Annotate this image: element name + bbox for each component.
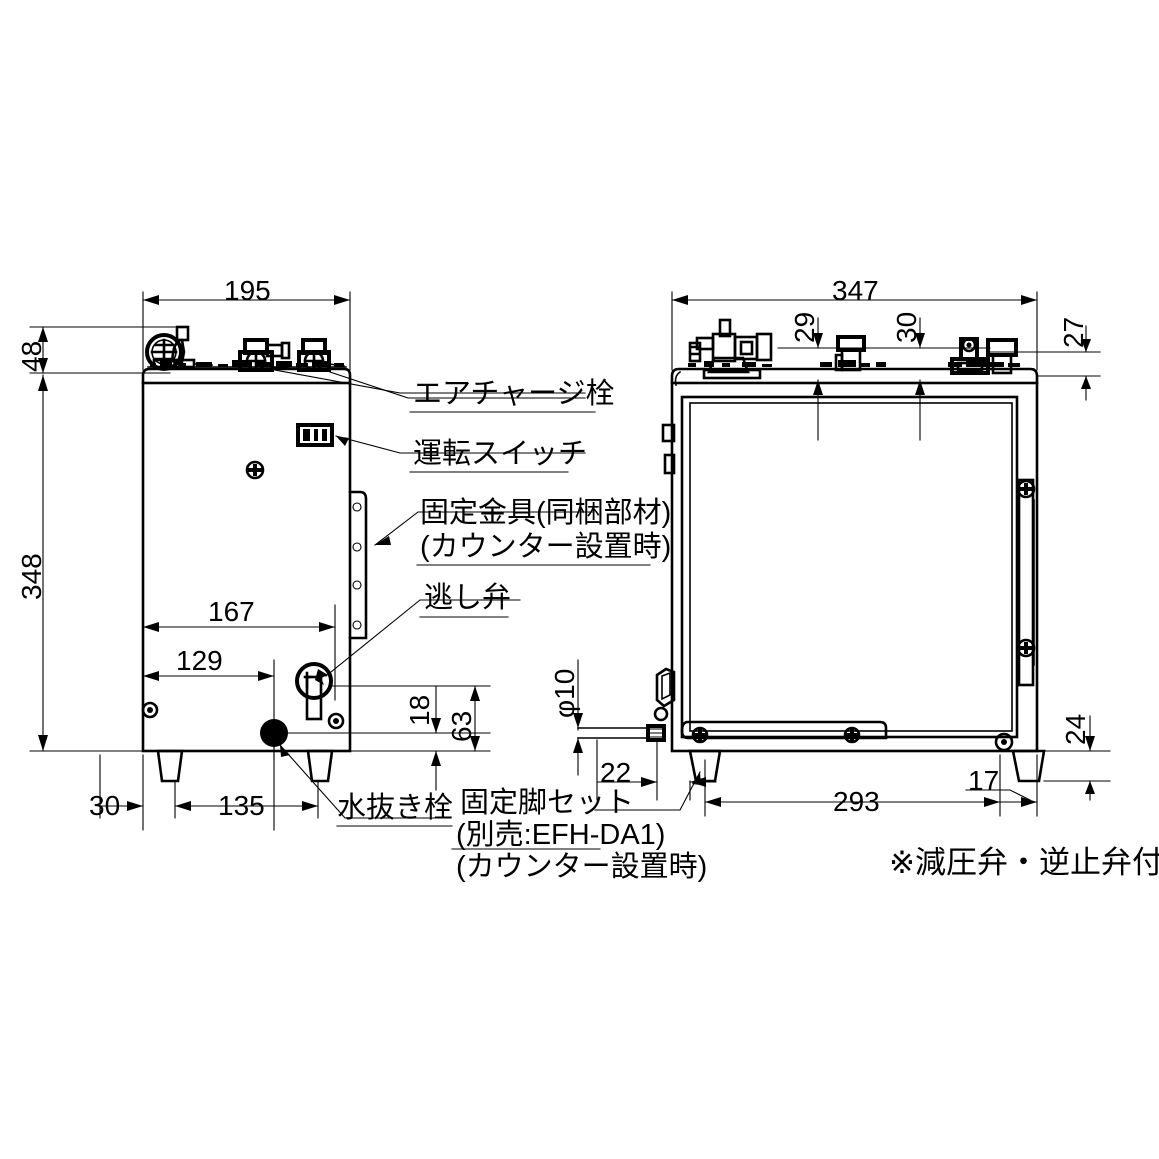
air-charge-plug-fitting-left [145,325,213,371]
side-view-leg-right [306,749,334,783]
dim-text-167: 167 [208,596,255,627]
dim-text-48: 48 [16,340,47,372]
ext-167 [142,599,336,701]
leader-operation-switch [335,435,586,454]
ext-195 [142,291,351,371]
ext-347 [671,291,1038,371]
leader-17 [965,789,1031,801]
dim-text-63: 63 [446,710,477,742]
air-charge-plug-fitting-middle [238,338,291,372]
dim-text-17: 17 [968,765,1000,796]
front-view-hinge-mid [663,453,676,475]
arrowhead-fixing-bracket [375,536,391,545]
callout-fixed-leg-line3: (カウンター設置時) [456,851,708,883]
dim-text-293: 293 [833,786,880,817]
front-view-bottom-bracket [680,720,888,744]
front-view-body-outline [670,381,1039,753]
dim-text-29: 29 [789,311,820,343]
leader-relief-valve [325,599,521,677]
leader-drain-plug [279,744,441,819]
dim-text-195: 195 [224,275,271,306]
callout-drain-plug: 水抜き栓 [337,792,454,824]
fixing-bracket [348,490,368,640]
front-view-screw-bottom-right [994,732,1014,752]
leader-air-charge-1 [274,369,586,394]
front-view-hinge-upper [661,423,676,443]
ext-293 [704,754,1001,817]
front-view-cover-corner [674,370,682,386]
body-screw-lower-right [327,712,345,730]
note-pressure-relief: ※減圧弁・逆止弁付 [889,845,1159,880]
panel-screw [245,460,265,480]
arrowhead-drain-plug [280,745,290,757]
ext-bottom-left [99,744,319,831]
leader-fixing-bracket [374,511,593,546]
callout-fixed-leg-line1: 固定脚セット [460,787,635,819]
ext-129 [142,644,275,761]
dim-text-348: 348 [16,553,47,600]
relief-valve [295,662,333,721]
right-front-view [573,291,1111,817]
side-view-leg-left [156,749,184,783]
dim-text-347: 347 [832,275,879,306]
callout-air-charge-plug: エアチャージ栓 [413,378,615,410]
operation-switch-glyph [296,423,334,447]
dim-text-24: 24 [1060,713,1091,745]
dim-text-phi10: φ10 [549,668,580,718]
dim-text-30-leg: 30 [89,790,121,821]
callout-relief-valve: 逃し弁 [424,582,512,614]
leader-air-charge-2 [329,371,586,399]
dim-text-135: 135 [218,790,265,821]
callout-operation-switch: 運転スイッチ [413,438,588,470]
ext-48 [29,326,176,374]
ext-27 [989,351,1101,377]
front-view-leg-right [1011,749,1046,783]
left-side-view [29,291,593,831]
front-view-leg-left [688,749,722,783]
callout-fixing-bracket-line1: 固定金具(同梱部材) [420,497,672,529]
dim-text-30-top: 30 [891,311,922,343]
front-view-deck-speckle [688,360,1020,367]
arrowhead-operation-switch [336,436,349,446]
front-view-fitting-left [688,318,773,380]
ext-24 [1043,750,1111,782]
air-charge-plug-fitting-right [297,338,345,372]
ext-22 [596,739,691,801]
ext-18-63 [282,685,491,752]
callout-fixing-bracket-line2: (カウンター設置時) [420,531,672,563]
dim-text-22: 22 [600,757,632,788]
front-view-door-inner [689,402,1013,732]
callout-fixed-leg-line2: (別売:EFH-DA1) [456,819,666,851]
dim-text-129: 129 [176,645,223,676]
dim-text-27: 27 [1058,316,1089,348]
dim-text-18: 18 [404,694,435,726]
front-view-door-outer [680,395,1019,739]
front-view-fitting-middle [834,335,866,372]
leader-fixed-leg [594,771,701,811]
front-view-door-handle [1016,478,1036,687]
body-screw-lower-left [141,701,159,719]
front-view-drain-pipe [577,667,676,742]
